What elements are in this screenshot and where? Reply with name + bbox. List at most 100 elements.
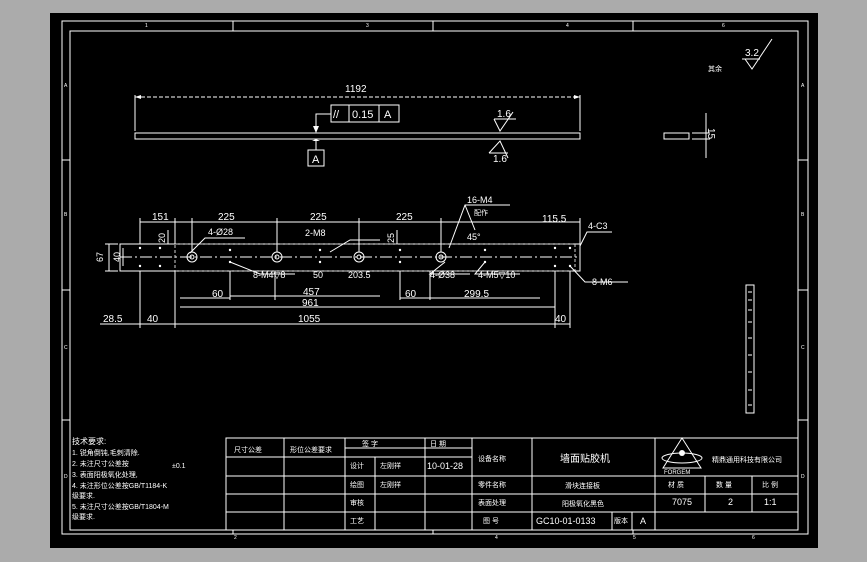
tech-requirements: 技术要求: 1. 锐角倒钝,毛刺清除. 2. 未注尺寸公差按 3. 表面阳极氧化… — [72, 436, 186, 521]
tech-line-6: 5. 未注尺寸公差按GB/T1804-M — [72, 502, 169, 511]
dim-203-5: 203.5 — [348, 270, 371, 280]
hdr-form-tolerance: 形位公差要求 — [290, 445, 332, 454]
dim-left-40: 40 — [112, 252, 122, 262]
zone-row-d-left: D — [64, 474, 68, 480]
label-process: 工艺 — [350, 517, 364, 525]
zone-row-b-right: B — [801, 212, 805, 218]
label-drawing-no: 图 号 — [483, 517, 499, 525]
roughness-bottom: 1.6 — [493, 154, 507, 165]
title-block-grid — [225, 437, 799, 531]
dim-top-225-b: 225 — [310, 212, 327, 223]
tech-title: 技术要求: — [72, 436, 106, 446]
logo-text: FORGEM — [664, 470, 690, 476]
zone-col-5-bottom: 5 — [633, 535, 636, 541]
dim-299-5: 299.5 — [464, 289, 489, 300]
note-16-m4: 16-M4 — [467, 195, 493, 205]
label-drawer: 绘图 — [350, 480, 364, 489]
note-pei-zuo: 配作 — [474, 208, 488, 217]
value-quantity: 2 — [728, 497, 733, 507]
dim-top-115-5: 115.5 — [542, 214, 567, 225]
tech-line-2: 2. 未注尺寸公差按 — [72, 459, 129, 468]
datum-label: A — [312, 154, 320, 166]
tech-tolerance-note: ±0.1 — [172, 463, 186, 470]
label-surface: 表面处理 — [478, 498, 506, 507]
tolerance-symbol: // — [333, 109, 340, 121]
dim-28-5: 28.5 — [103, 314, 123, 325]
zone-row-a-right: A — [801, 83, 805, 89]
tech-line-3: 3. 表面阳极氧化处理, — [72, 470, 138, 479]
zone-row-a-left: A — [64, 83, 68, 89]
side-view-thickness: 15 — [705, 128, 716, 140]
dim-25: 25 — [386, 233, 396, 243]
dim-top-151: 151 — [152, 212, 169, 223]
hdr-date: 日 期 — [430, 440, 446, 448]
zone-row-c-left: C — [64, 345, 68, 351]
top-view: 1192 // 0.15 A A 1.6 1.6 — [134, 84, 581, 167]
value-version: A — [640, 516, 646, 526]
zone-col-3: 3 — [366, 23, 369, 29]
dim-60-left: 60 — [212, 289, 224, 300]
dim-top-225-c: 225 — [396, 212, 413, 223]
roughness-top: 1.6 — [497, 109, 511, 120]
value-drawing-no: GC10-01-0133 — [536, 516, 596, 526]
value-designer: 左刚祥 — [380, 461, 401, 470]
zone-row-b-left: B — [64, 212, 68, 218]
side-view: 15 — [663, 113, 716, 158]
dim-40-right: 40 — [555, 314, 567, 325]
label-checker: 审核 — [350, 498, 364, 507]
zone-col-2-bottom: 2 — [234, 535, 237, 541]
dim-60-right: 60 — [405, 289, 417, 300]
label-part: 零件名称 — [478, 480, 506, 489]
value-material: 7075 — [672, 497, 692, 507]
label-material: 材 质 — [668, 480, 684, 489]
value-part: 滑块连接板 — [565, 481, 600, 490]
zone-col-4: 4 — [566, 23, 569, 29]
roughness-corner-prefix: 其余 — [708, 64, 722, 73]
tolerance-datum-ref: A — [384, 109, 392, 121]
note-8-m6: 8-M6 — [592, 277, 613, 287]
value-drawer: 左刚祥 — [380, 480, 401, 489]
tolerance-value: 0.15 — [352, 109, 373, 121]
value-scale: 1:1 — [764, 497, 777, 507]
label-scale: 比 例 — [762, 480, 778, 489]
hdr-dim-tolerance: 尺寸公差 — [234, 445, 262, 454]
outer-border — [61, 20, 809, 535]
dim-left-20: 20 — [157, 233, 167, 243]
note-8-m4-depth8: 8-M4▽8 — [253, 270, 285, 280]
zone-col-1: 1 — [145, 23, 148, 29]
note-2-m8: 2-M8 — [305, 228, 326, 238]
dim-1055: 1055 — [298, 314, 321, 325]
label-quantity: 数 量 — [716, 480, 732, 489]
value-date: 10-01-28 — [427, 461, 463, 471]
dim-40-left: 40 — [147, 314, 159, 325]
title-block-text: 尺寸公差 形位公差要求 签 字 日 期 设计 左刚祥 10-01-28 绘图 左… — [234, 439, 782, 526]
roughness-corner-value: 3.2 — [745, 48, 759, 59]
dim-top-225-a: 225 — [218, 212, 235, 223]
value-surface: 阳极氧化黑色 — [562, 499, 604, 508]
company-logo: FORGEM — [661, 437, 703, 476]
top-view-length: 1192 — [345, 84, 367, 95]
hdr-signature: 签 字 — [362, 439, 378, 448]
note-4-d28: 4-Ø28 — [208, 227, 233, 237]
zone-row-c-right: C — [801, 345, 805, 351]
note-4-m5-depth10: 4-M5▽10 — [478, 270, 515, 280]
tech-line-5: 级要求. — [72, 491, 95, 500]
note-4-c3: 4-C3 — [588, 221, 608, 231]
tech-line-1: 1. 锐角倒钝,毛刺清除. — [72, 448, 140, 457]
tech-line-7: 级要求. — [72, 512, 95, 521]
zone-col-6-bottom: 6 — [752, 535, 755, 541]
zone-row-d-right: D — [801, 474, 805, 480]
dim-457: 457 — [303, 287, 320, 298]
note-4-d38: 4-Ø38 — [430, 270, 455, 280]
dim-50: 50 — [313, 270, 323, 280]
value-device: 墙面贴胶机 — [560, 452, 610, 465]
side-stamp — [745, 284, 755, 414]
roughness-corner: 其余 3.2 — [708, 38, 773, 73]
label-device: 设备名称 — [478, 454, 506, 463]
company-name: 精鼎通用科技有限公司 — [712, 455, 782, 464]
dim-left-67: 67 — [95, 252, 105, 262]
note-45deg: 45° — [467, 232, 481, 242]
tech-line-4: 4. 未注形位公差按GB/T1184-K — [72, 481, 168, 490]
zone-col-6: 6 — [722, 23, 725, 29]
